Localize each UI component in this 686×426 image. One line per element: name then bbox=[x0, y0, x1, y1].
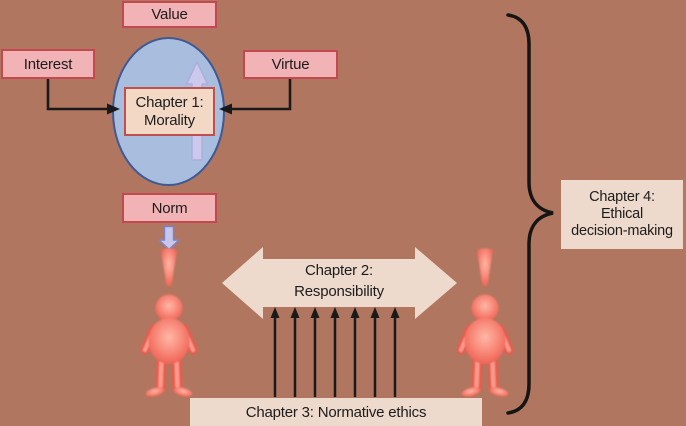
chapter1-label-line2: Morality bbox=[144, 111, 195, 129]
chapter4-ethical-decision-making-box: Chapter 4: Ethical decision-making bbox=[561, 180, 683, 249]
norm-label: Norm bbox=[151, 199, 188, 217]
chapter4-label-line1: Chapter 4: bbox=[589, 189, 655, 205]
chapter2-responsibility-label: Chapter 2: Responsibility bbox=[254, 260, 424, 302]
chapter1-label-line1: Chapter 1: bbox=[135, 93, 204, 111]
person-torso bbox=[148, 318, 190, 364]
chapter3-label: Chapter 3: Normative ethics bbox=[245, 403, 427, 421]
value-label: Value bbox=[151, 6, 188, 23]
value-box: Value bbox=[122, 1, 217, 28]
virtue-label: Virtue bbox=[271, 56, 310, 73]
person-figure-right bbox=[456, 248, 514, 397]
chapter2-label-line2: Responsibility bbox=[294, 283, 384, 300]
normative-ethics-arrows bbox=[270, 307, 400, 397]
interest-box: Interest bbox=[1, 49, 95, 79]
responsibility-double-arrow bbox=[222, 247, 457, 319]
curly-brace-icon bbox=[506, 13, 554, 415]
chapter1-morality-box: Chapter 1: Morality bbox=[124, 87, 215, 136]
virtue-arrowhead-icon bbox=[219, 103, 232, 115]
chapter4-label-line2: Ethical bbox=[600, 206, 644, 222]
chapter4-label-line3: decision-making bbox=[571, 223, 673, 239]
person-torso bbox=[464, 318, 506, 364]
chapter3-normative-ethics-box: Chapter 3: Normative ethics bbox=[190, 398, 482, 426]
exclamation-icon-left bbox=[161, 248, 177, 287]
down-arrow-icon bbox=[158, 225, 180, 251]
person-head bbox=[471, 294, 499, 322]
interest-connector-line bbox=[46, 79, 108, 111]
exclamation-icon-right bbox=[477, 248, 493, 287]
interest-label: Interest bbox=[23, 55, 73, 73]
chapter2-label-line1: Chapter 2: bbox=[304, 262, 374, 279]
norm-box: Norm bbox=[122, 193, 217, 223]
interest-arrowhead-icon bbox=[107, 103, 120, 115]
virtue-box: Virtue bbox=[243, 50, 338, 79]
person-figure-left bbox=[140, 248, 198, 397]
person-head bbox=[155, 294, 183, 322]
virtue-connector-line bbox=[231, 79, 292, 111]
